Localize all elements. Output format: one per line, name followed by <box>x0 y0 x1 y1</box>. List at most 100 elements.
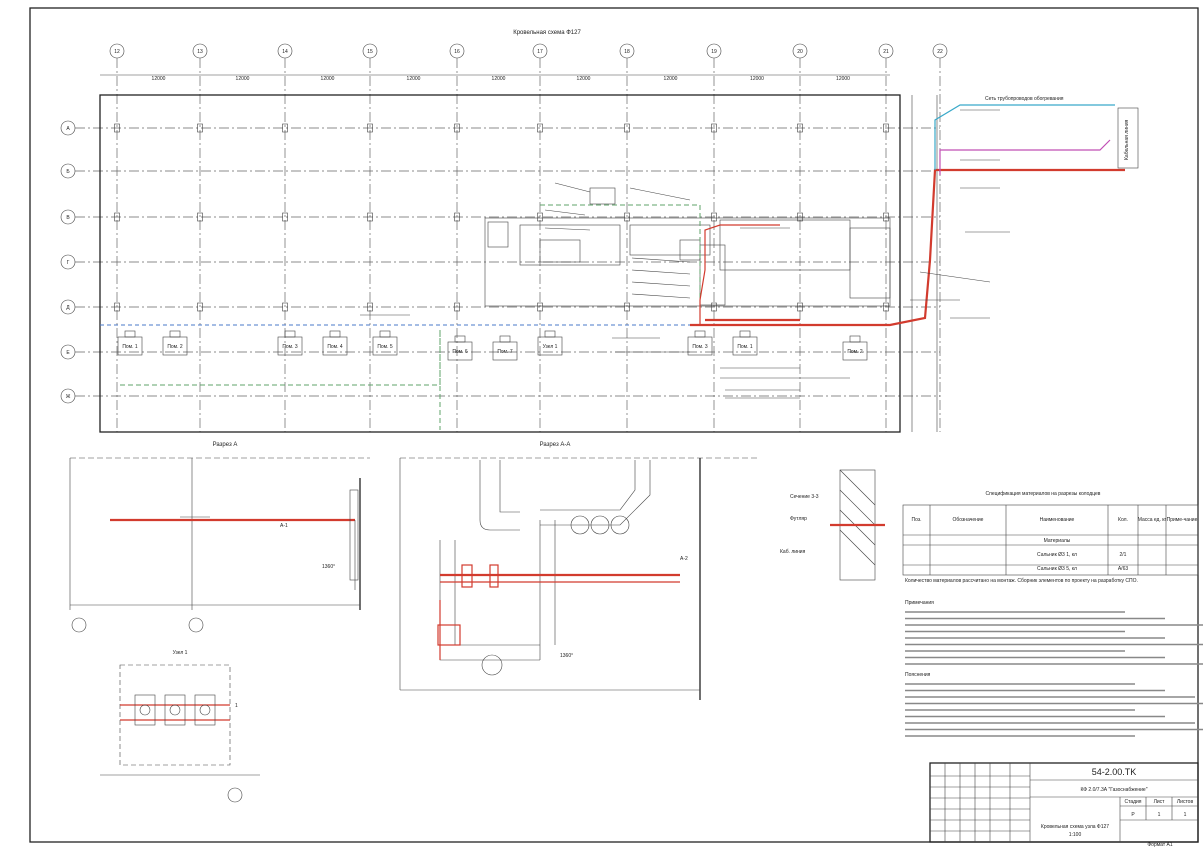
cable-line <box>934 104 1115 170</box>
spec-cell: А/63 <box>1118 566 1129 572</box>
section-a-axis-b <box>188 617 204 633</box>
casing-dim: Сечение 3-3 <box>790 494 819 500</box>
column-axis-label: 16 <box>454 49 460 55</box>
notes-text-block <box>905 611 1203 665</box>
section-aa-depth: 1360° <box>560 653 573 659</box>
notes-title-2: Пояснения <box>905 672 931 678</box>
structural-column <box>114 212 120 222</box>
building-outline <box>99 94 901 433</box>
section-a-depth: 1360° <box>322 564 335 570</box>
spec-frame <box>902 504 1199 576</box>
casing-label: Футляр <box>790 516 807 522</box>
room-label: Пом. 1 <box>737 344 753 350</box>
leader-line <box>629 187 691 201</box>
spec-header: Приме-чание <box>1167 517 1198 523</box>
spacing-label: 12000 <box>664 76 678 82</box>
structural-column <box>454 212 460 222</box>
row-axis-label: Б <box>66 169 70 175</box>
column-axis-label: 18 <box>624 49 630 55</box>
gas-branch <box>699 224 780 325</box>
stage-label: Стадия <box>1124 799 1141 805</box>
spec-note: Количество материалов рассчитано на монт… <box>905 578 1138 584</box>
structural-column <box>454 302 460 312</box>
drain-pipe-main <box>120 330 441 386</box>
room-box-top <box>329 330 341 338</box>
plan-title: Кровельная схема Ф127 <box>513 30 581 36</box>
structural-column <box>624 123 630 133</box>
section-aa <box>399 457 760 700</box>
room-box-top <box>694 330 706 338</box>
room-label: Пом. 5 <box>377 344 393 350</box>
doc-code: 54-2.00.TK <box>1092 767 1137 777</box>
room-box-top <box>379 330 391 338</box>
structural-column <box>367 123 373 133</box>
leader-line <box>631 293 691 299</box>
stage-value: Р <box>1131 812 1135 818</box>
structural-column <box>367 302 373 312</box>
sheet-scale: 1:100 <box>1069 832 1082 838</box>
format-label: Формат А1 <box>1147 842 1172 848</box>
room-label: Пом. 2 <box>167 344 183 350</box>
spec-cell: Материалы <box>1044 538 1071 544</box>
structural-column <box>883 123 889 133</box>
room-label: Пом. 3 <box>692 344 708 350</box>
room-label: Пом. 2 <box>847 349 863 355</box>
leader-line <box>544 209 586 216</box>
leader-line <box>544 227 591 231</box>
structural-column <box>114 123 120 133</box>
spacing-label: 12000 <box>577 76 591 82</box>
room-label: Пом. 3 <box>282 344 298 350</box>
room-label: Пом. 7 <box>497 349 513 355</box>
structural-column <box>367 212 373 222</box>
room-box-top <box>849 335 861 343</box>
plan-annotations <box>360 109 1010 399</box>
column-axis-label: 14 <box>282 49 288 55</box>
structural-column <box>282 212 288 222</box>
column-axis-label: 21 <box>883 49 889 55</box>
central-rooms-block <box>484 187 891 307</box>
structural-column <box>711 123 717 133</box>
row-axis-label: Д <box>66 305 70 311</box>
row-axis-label: А <box>66 126 70 132</box>
spacing-label: 12000 <box>836 76 850 82</box>
row-axis-label: Г <box>67 260 70 266</box>
spec-header: Наименование <box>1040 517 1075 523</box>
spec-header: Поз. <box>912 517 922 523</box>
upper-right-label: Кабельная линия <box>1124 119 1130 160</box>
title-block <box>929 762 1199 843</box>
column-axis-label: 22 <box>937 49 943 55</box>
room-box-top <box>544 330 556 338</box>
structural-column <box>282 302 288 312</box>
spacing-label: 12000 <box>321 76 335 82</box>
structural-column <box>711 302 717 312</box>
structural-column <box>197 212 203 222</box>
node-axis-bubble <box>227 787 243 803</box>
structural-column <box>537 212 543 222</box>
structural-column <box>537 302 543 312</box>
section-a-axis-a <box>71 617 87 633</box>
node-marker: 1 <box>235 703 238 709</box>
section-aa-title: Разрез А-А <box>540 442 571 448</box>
structural-column <box>197 123 203 133</box>
room-label: Узел 1 <box>543 344 558 350</box>
row-axis-label: В <box>66 215 70 221</box>
legend-box <box>1117 107 1139 169</box>
row-axis-label: Е <box>66 350 70 356</box>
leader-line <box>631 257 691 263</box>
room-box-top <box>739 330 751 338</box>
column-axis-label: 20 <box>797 49 803 55</box>
structural-column <box>197 302 203 312</box>
structural-column <box>454 123 460 133</box>
room-box-top <box>284 330 296 338</box>
plan-grid <box>114 123 889 312</box>
spacing-label: 12000 <box>152 76 166 82</box>
sheet-name: Кровельная схема узла Ф127 <box>1041 824 1109 830</box>
leader-line <box>631 281 691 287</box>
notes-text-block-2 <box>905 683 1203 737</box>
spacing-label: 12000 <box>750 76 764 82</box>
